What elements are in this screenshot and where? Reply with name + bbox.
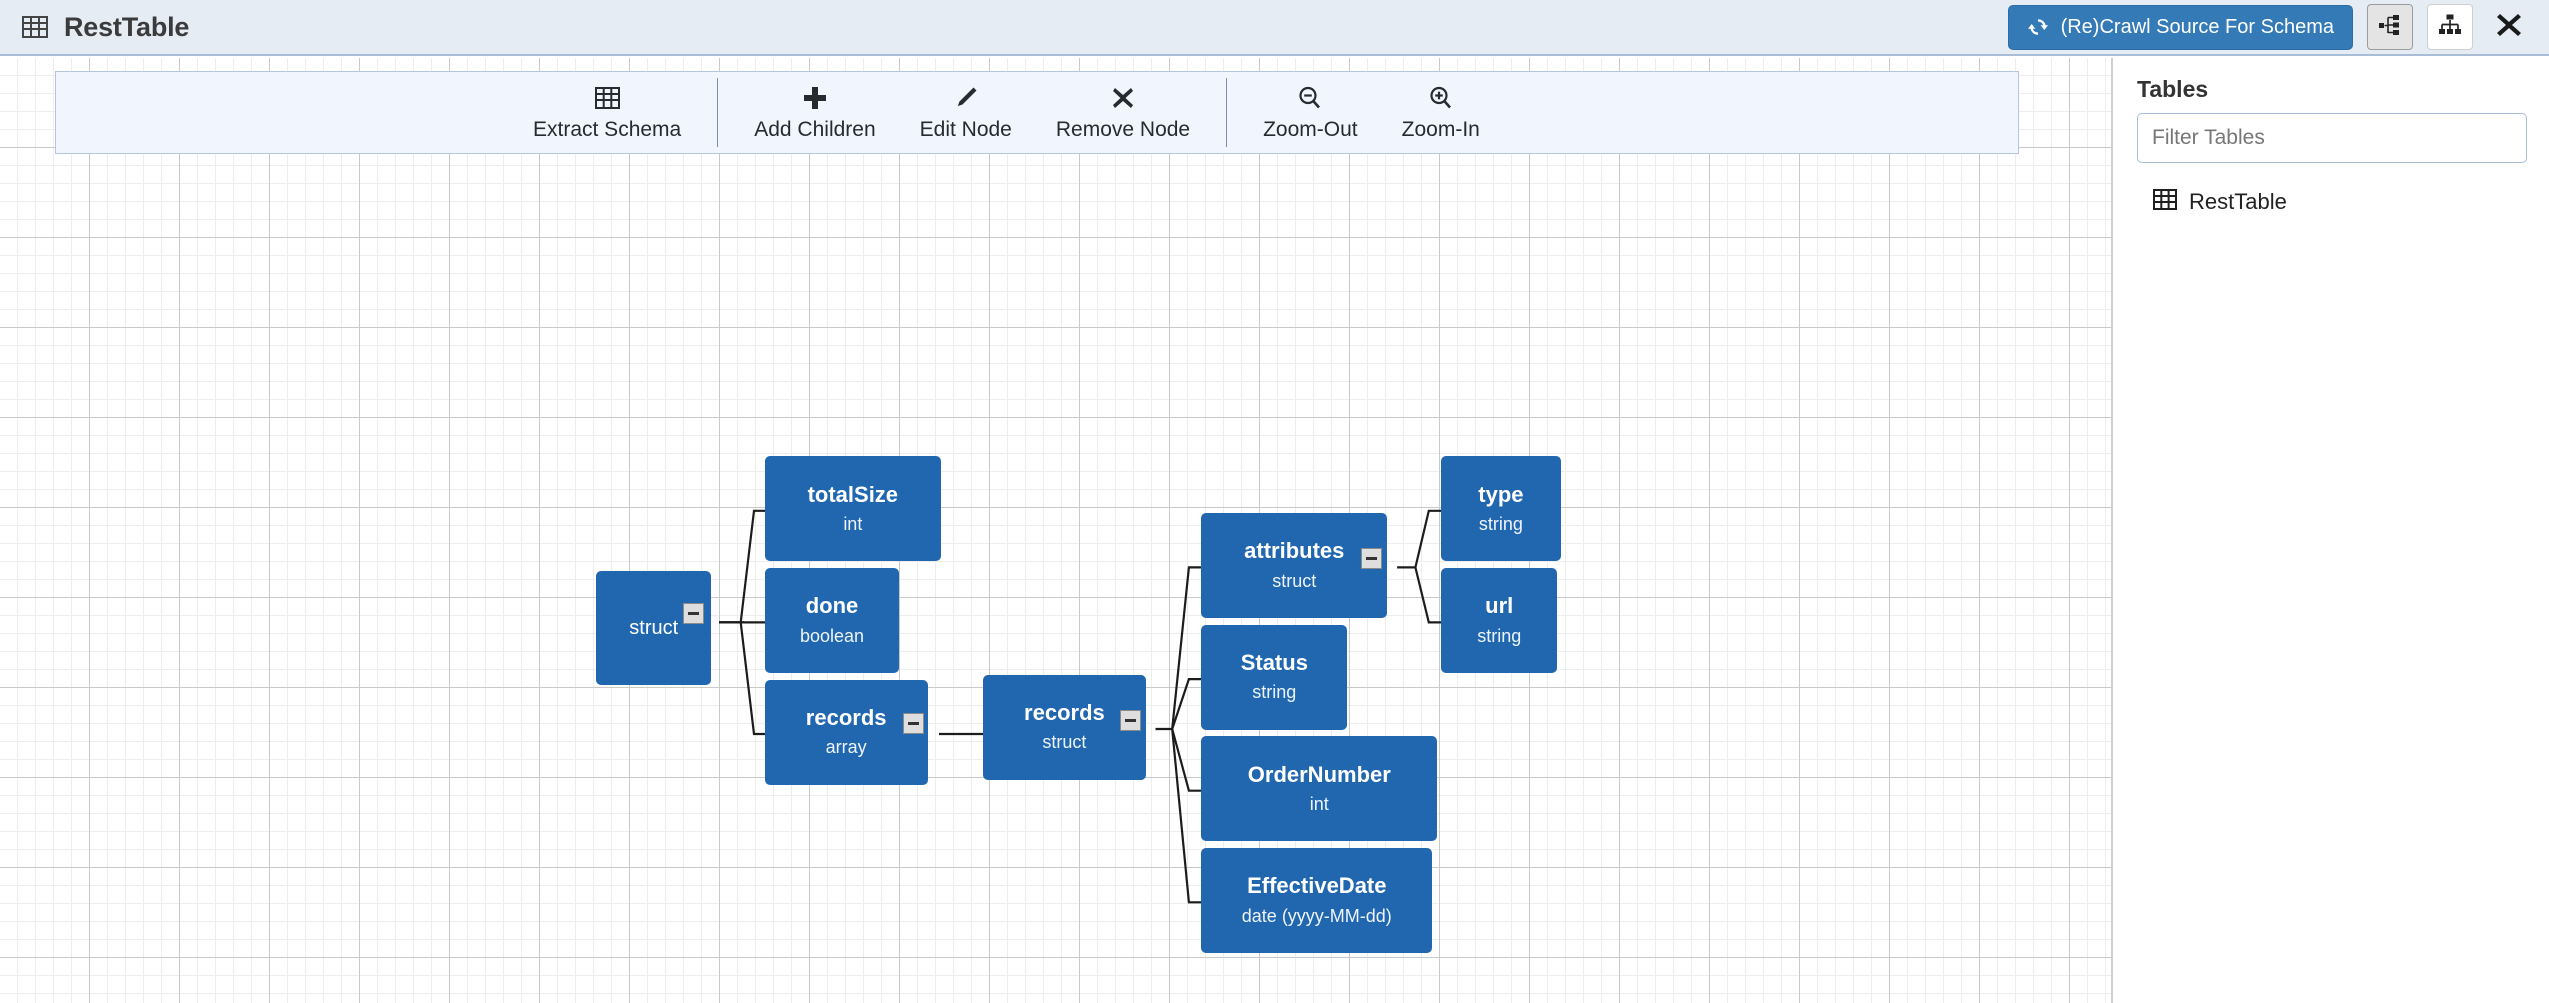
schema-node-type: array [825, 737, 867, 758]
x-icon [1111, 83, 1135, 113]
diagram-edges [719, 509, 1443, 904]
schema-node-type: struct [1272, 570, 1317, 591]
zoom-in-button[interactable]: Zoom-In [1380, 72, 1502, 153]
schema-node-name: Status [1240, 650, 1308, 676]
schema-node-type[interactable]: type string [1441, 456, 1561, 562]
schema-node-name: struct [629, 617, 679, 640]
schema-node-name: OrderNumber [1247, 761, 1391, 787]
node-action-toolbar: Extract Schema Add Children [55, 71, 2019, 154]
schema-node-name: records [1024, 700, 1105, 726]
extract-schema-button[interactable]: Extract Schema [511, 72, 703, 153]
schema-node-url[interactable]: url string [1441, 568, 1558, 674]
schema-node-type: int [1309, 793, 1329, 814]
pencil-icon [953, 83, 979, 113]
horizontal-tree-layout-button[interactable] [2367, 4, 2413, 50]
filter-tables-input[interactable] [2137, 113, 2527, 163]
schema-node-type: int [843, 514, 863, 535]
schema-node-OrderNumber[interactable]: OrderNumber int [1201, 736, 1438, 842]
toggle-attributes[interactable] [1361, 548, 1383, 570]
zoom-out-icon [1297, 83, 1323, 113]
schema-node-name: type [1478, 481, 1524, 507]
tables-heading: Tables [2137, 76, 2209, 102]
toggle-recordsNode[interactable] [1119, 709, 1141, 731]
toolbar-divider-2 [1226, 78, 1228, 147]
close-button[interactable] [2489, 5, 2529, 49]
schema-tree-diagram: struct totalSize int done boolean records arra… [0, 58, 2111, 1003]
schema-node-name: records [805, 705, 887, 731]
table-list-item-resttable[interactable]: RestTable [2137, 183, 2527, 221]
tables-sidebar: Tables RestTable [2115, 58, 2549, 1003]
table-icon [22, 16, 48, 38]
node-action-toolbar-items: Extract Schema Add Children [511, 72, 1502, 153]
schema-node-type: string [1477, 625, 1522, 646]
table-icon [2153, 189, 2177, 215]
schema-node-type: string [1478, 514, 1523, 535]
recrawl-button-label: (Re)Crawl Source For Schema [2060, 15, 2334, 38]
table-list-item-label: RestTable [2189, 189, 2287, 214]
header-right-group: (Re)Crawl Source For Schema [2007, 4, 2549, 50]
vertical-tree-icon [2438, 13, 2462, 42]
horizontal-tree-icon [2378, 13, 2402, 42]
extract-schema-label: Extract Schema [533, 118, 682, 141]
zoom-in-icon [1428, 83, 1454, 113]
add-children-button[interactable]: Add Children [732, 72, 897, 153]
remove-node-label: Remove Node [1055, 118, 1191, 141]
header-left-group: RestTable [0, 12, 189, 43]
schema-node-Status[interactable]: Status string [1201, 624, 1348, 730]
add-children-label: Add Children [754, 118, 876, 141]
plus-icon [802, 83, 828, 113]
vertical-tree-layout-button[interactable] [2427, 4, 2473, 50]
schema-node-totalSize[interactable]: totalSize int [764, 456, 941, 562]
recrawl-source-for-schema-button[interactable]: (Re)Crawl Source For Schema [2007, 4, 2353, 50]
zoom-out-label: Zoom-Out [1263, 118, 1358, 141]
schema-node-root[interactable]: struct [596, 571, 712, 685]
page-title: RestTable [64, 11, 190, 42]
edit-node-button[interactable]: Edit Node [898, 72, 1034, 153]
schema-node-type: date (yyyy-MM-dd) [1241, 905, 1392, 926]
schema-node-name: attributes [1244, 538, 1345, 564]
zoom-in-label: Zoom-In [1401, 118, 1480, 141]
zoom-out-button[interactable]: Zoom-Out [1241, 72, 1380, 153]
schema-node-EffectiveDate[interactable]: EffectiveDate date (yyyy-MM-dd) [1201, 847, 1433, 953]
toggle-records[interactable] [902, 713, 924, 735]
schema-node-done[interactable]: done boolean [764, 568, 900, 674]
schema-node-name: EffectiveDate [1247, 873, 1387, 899]
schema-node-type: struct [1042, 732, 1087, 753]
schema-node-type: string [1252, 682, 1297, 703]
close-icon [2495, 11, 2523, 44]
canvas-grid [0, 58, 2111, 1003]
tables-list: RestTable [2137, 183, 2527, 221]
schema-canvas[interactable]: struct totalSize int done boolean records arra… [0, 58, 2113, 1003]
schema-node-name: done [805, 593, 859, 619]
schema-node-name: totalSize [807, 481, 899, 507]
refresh-icon [2027, 16, 2049, 38]
toggle-root[interactable] [683, 603, 705, 625]
toolbar-divider-1 [717, 78, 719, 147]
remove-node-button[interactable]: Remove Node [1034, 72, 1212, 153]
edit-node-label: Edit Node [919, 118, 1012, 141]
schema-node-type: boolean [799, 625, 865, 646]
table-icon [594, 83, 620, 113]
schema-node-attributes[interactable]: attributes struct [1201, 513, 1388, 619]
schema-node-recordsArray[interactable]: records array [764, 679, 928, 785]
app-header: RestTable (Re)Crawl Source For Schema [0, 0, 2549, 56]
schema-node-name: url [1485, 593, 1514, 619]
